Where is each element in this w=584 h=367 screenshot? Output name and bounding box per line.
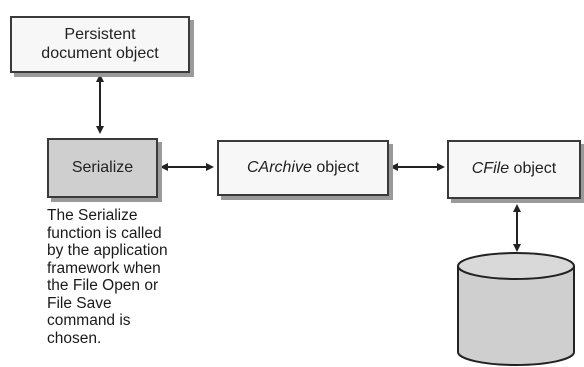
carchive-suffix: object <box>311 158 360 176</box>
caption-line: framework when <box>47 259 161 277</box>
persistent-document-object-box: Persistent document object <box>10 16 190 73</box>
cfile-class-name: CFile <box>471 160 510 178</box>
cfile-label: CFile object <box>472 160 556 178</box>
cfile-suffix: object <box>509 160 557 178</box>
carchive-object-box: CArchive object <box>217 140 389 196</box>
persistent-document-line1: Persistent <box>64 26 136 44</box>
disk-storage-icon <box>457 252 575 366</box>
caption-line: The Serialize <box>47 207 138 224</box>
caption-line: File Save <box>47 294 112 312</box>
caption-line: command is <box>47 312 131 329</box>
serialize-box: Serialize <box>47 138 158 198</box>
caption-line: the File Open or <box>47 277 159 294</box>
persistent-document-line2: document object <box>41 44 159 62</box>
caption-line: by the application <box>47 242 168 259</box>
carchive-label: CArchive object <box>247 159 359 177</box>
caption-line: function is called <box>47 224 162 242</box>
caption-line: chosen. <box>47 329 102 347</box>
serialize-caption: The Serialize function is called by the … <box>47 207 217 347</box>
cfile-object-box: CFile object <box>447 140 581 199</box>
carchive-class-name: CArchive <box>246 158 312 176</box>
serialize-label: Serialize <box>71 158 134 176</box>
